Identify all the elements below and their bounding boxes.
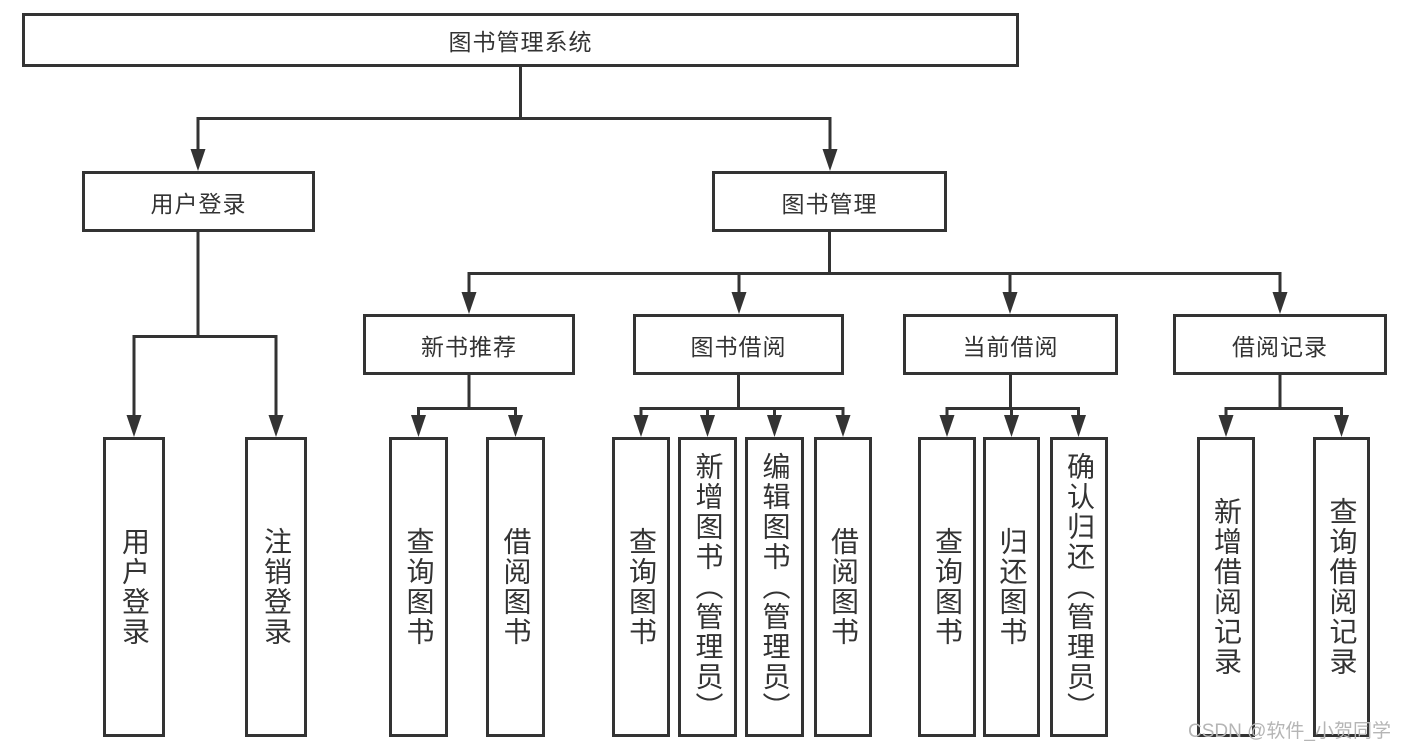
node-label: 图书管理 <box>781 190 878 217</box>
leaf-query-books-current: 查询图书 <box>918 437 976 737</box>
node-new-book-recommend: 新书推荐 <box>363 314 575 375</box>
node-library-management-system: 图书管理系统 <box>22 13 1019 67</box>
node-label: 用户登录 <box>150 190 247 217</box>
leaf-return-books: 归还图书 <box>983 437 1040 737</box>
leaf-label: 用户登录 <box>119 527 150 647</box>
leaf-label: 新增图书（管理员） <box>692 452 724 722</box>
edge-currentborrow-to-leaves <box>939 375 1086 437</box>
node-label: 借阅记录 <box>1232 333 1328 360</box>
leaf-edit-books-admin: 编辑图书（管理员） <box>745 437 804 737</box>
leaf-label: 确认归还（管理员） <box>1064 452 1095 722</box>
leaf-user-login: 用户登录 <box>103 437 165 737</box>
leaf-add-books-admin: 新增图书（管理员） <box>678 437 737 737</box>
node-label: 图书管理系统 <box>448 29 593 55</box>
edge-borrowrecords-to-leaves <box>1218 375 1349 437</box>
leaf-query-books-newbook: 查询图书 <box>389 437 448 737</box>
node-label: 新书推荐 <box>421 333 517 360</box>
leaf-confirm-return-admin: 确认归还（管理员） <box>1050 437 1108 737</box>
leaf-label: 新增借阅记录 <box>1211 497 1242 677</box>
leaf-query-borrow-record: 查询借阅记录 <box>1313 437 1370 737</box>
node-user-login: 用户登录 <box>82 171 315 232</box>
leaf-query-books-borrowing: 查询图书 <box>612 437 670 737</box>
csdn-watermark: CSDN @软件_小贺同学 <box>1188 721 1391 742</box>
node-label: 当前借阅 <box>962 333 1059 360</box>
leaf-borrow-books-borrowing: 借阅图书 <box>814 437 872 737</box>
leaf-label: 借阅图书 <box>828 527 859 647</box>
edge-newbook-to-leaves <box>411 375 523 437</box>
node-current-borrowing: 当前借阅 <box>903 314 1118 375</box>
leaf-label: 借阅图书 <box>500 527 532 647</box>
leaf-label: 归还图书 <box>996 527 1028 647</box>
leaf-label: 编辑图书（管理员） <box>759 452 791 722</box>
edge-bookmgmt-to-level3 <box>461 232 1288 314</box>
leaf-label: 注销登录 <box>261 527 292 647</box>
leaf-label: 查询图书 <box>403 527 435 647</box>
edge-bookborrow-to-leaves <box>633 375 851 437</box>
leaf-add-borrow-record: 新增借阅记录 <box>1197 437 1255 737</box>
leaf-borrow-books-newbook: 借阅图书 <box>486 437 545 737</box>
node-book-management: 图书管理 <box>712 171 947 232</box>
node-label: 图书借阅 <box>690 333 787 360</box>
leaf-label: 查询图书 <box>932 527 963 647</box>
leaf-label: 查询图书 <box>626 527 657 647</box>
leaf-logout: 注销登录 <box>245 437 307 737</box>
edge-userlogin-to-leaves <box>126 232 284 437</box>
leaf-label: 查询借阅记录 <box>1326 497 1358 677</box>
edge-root-to-level2 <box>190 67 838 171</box>
node-borrowing-records: 借阅记录 <box>1173 314 1387 375</box>
node-book-borrowing: 图书借阅 <box>633 314 844 375</box>
